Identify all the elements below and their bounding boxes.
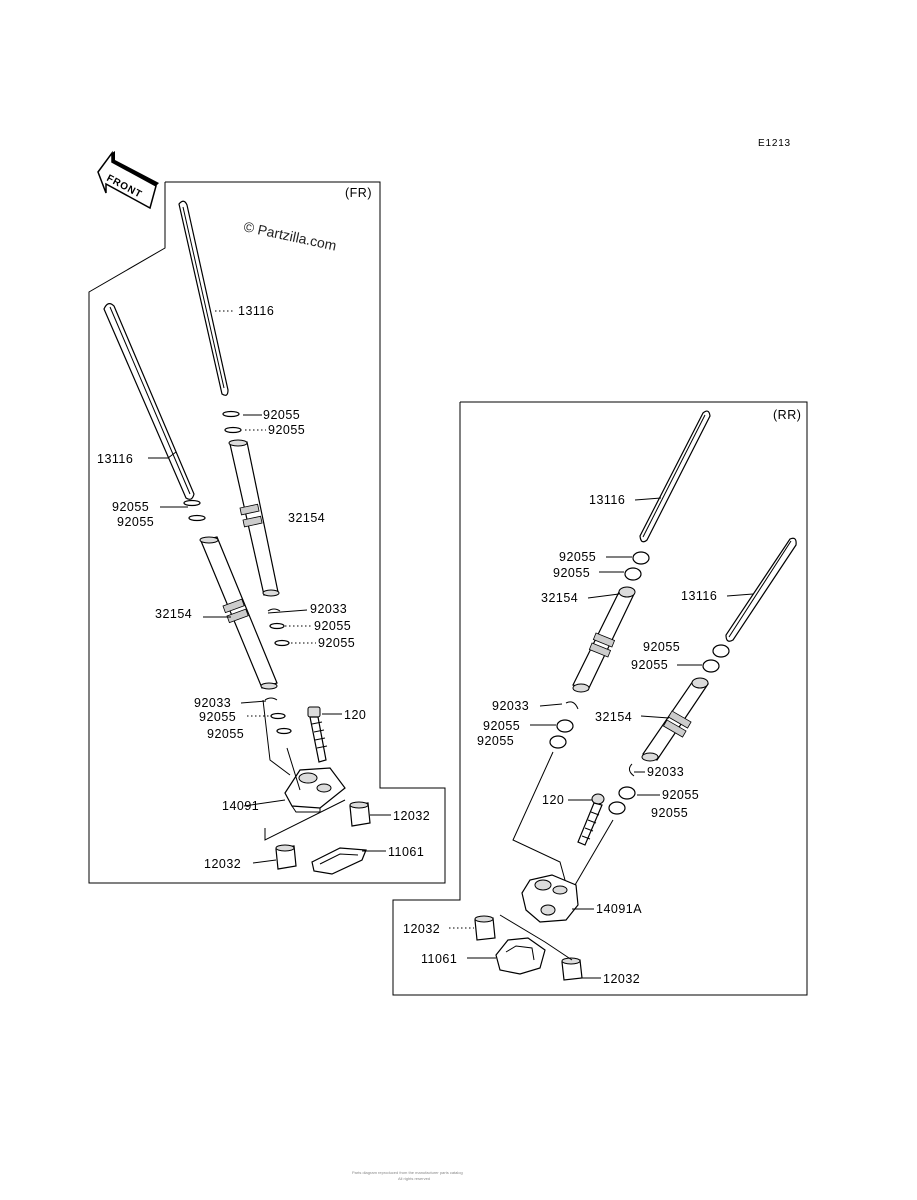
- part-label: 92033: [492, 699, 529, 713]
- front-panel-border: [88, 181, 446, 884]
- front-arrow-icon: FRONT: [97, 150, 159, 210]
- part-label: 92055: [631, 658, 668, 672]
- circlip: [264, 697, 278, 701]
- part-label: 12032: [204, 857, 241, 871]
- part-label: 92055: [268, 423, 305, 437]
- dowel-pin-12032-b: [275, 844, 297, 870]
- part-label: 32154: [541, 591, 578, 605]
- gasket-11061: [311, 847, 367, 875]
- part-label: 92055: [662, 788, 699, 802]
- o-ring: [556, 719, 574, 733]
- leader-lines-front: [148, 310, 391, 864]
- bolt-120-rear: [577, 793, 605, 846]
- tube-32154-left: [199, 536, 278, 690]
- part-label: 92055: [483, 719, 520, 733]
- dowel-pin-12032-d: [561, 957, 583, 981]
- circlip: [267, 608, 281, 612]
- part-label: 14091: [222, 799, 259, 813]
- o-ring: [624, 567, 642, 581]
- part-label: 13116: [97, 452, 133, 466]
- part-label: 92055: [112, 500, 149, 514]
- footer-line-1: Parts diagram reproduced from the manufa…: [352, 1170, 463, 1175]
- leader-lines-rear: [449, 497, 754, 979]
- o-ring: [183, 499, 201, 507]
- part-label: 32154: [595, 710, 632, 724]
- o-ring: [549, 735, 567, 749]
- front-panel: (FR): [88, 181, 446, 884]
- diagram-code: E1213: [758, 138, 791, 149]
- o-ring: [269, 622, 285, 630]
- part-label: 92033: [194, 696, 231, 710]
- part-label: 92055: [643, 640, 680, 654]
- part-label: 11061: [388, 845, 424, 859]
- connector-line: [262, 699, 301, 791]
- o-ring: [608, 801, 626, 815]
- o-ring: [274, 639, 290, 647]
- o-ring: [702, 659, 720, 673]
- part-label: 92055: [207, 727, 244, 741]
- part-label: 12032: [393, 809, 430, 823]
- part-label: 13116: [681, 589, 717, 603]
- part-label: 32154: [288, 511, 325, 525]
- tube-holder-14091a: [521, 874, 579, 923]
- tube-holder-14091: [284, 767, 346, 813]
- part-label: 92055: [117, 515, 154, 529]
- part-label: 12032: [403, 922, 440, 936]
- push-rod-tube-13116-b: [103, 303, 195, 500]
- push-rod-tube-13116-d: [725, 537, 797, 642]
- o-ring: [222, 410, 240, 418]
- o-ring: [632, 551, 650, 565]
- part-label: 92055: [559, 550, 596, 564]
- part-label: 92055: [651, 806, 688, 820]
- footer-line-2: All rights reserved: [398, 1176, 430, 1181]
- part-label: 92055: [477, 734, 514, 748]
- rear-panel-tag: (RR): [773, 408, 801, 422]
- part-label: 92055: [263, 408, 300, 422]
- o-ring: [270, 712, 286, 720]
- part-label: 92055: [318, 636, 355, 650]
- part-label: 92055: [553, 566, 590, 580]
- part-label: 13116: [238, 304, 274, 318]
- tube-32154-rear-right: [641, 677, 709, 762]
- o-ring: [618, 786, 636, 800]
- gasket-11061-rear: [495, 937, 546, 975]
- part-label: 120: [542, 793, 564, 807]
- part-label: 92055: [199, 710, 236, 724]
- push-rod-tube-13116-c: [639, 410, 711, 543]
- part-label: 13116: [589, 493, 625, 507]
- dowel-pin-12032-c: [474, 915, 496, 941]
- circlip: [628, 763, 635, 777]
- rear-panel-border: [392, 401, 808, 996]
- o-ring: [712, 644, 730, 658]
- o-ring: [188, 514, 206, 522]
- part-label: 12032: [603, 972, 640, 986]
- tube-32154-right: [228, 439, 280, 597]
- push-rod-tube-13116-a: [178, 200, 229, 396]
- front-panel-tag: (FR): [345, 186, 372, 200]
- part-label: 32154: [155, 607, 192, 621]
- tube-32154-rear-left: [572, 586, 636, 693]
- connector-line: [264, 799, 346, 841]
- part-label: 92033: [647, 765, 684, 779]
- connector-line: [499, 914, 573, 961]
- part-label: 92033: [310, 602, 347, 616]
- watermark: © Partzilla.com: [242, 218, 338, 253]
- part-label: 14091A: [596, 902, 642, 916]
- circlip: [565, 701, 579, 710]
- rear-panel: (RR): [392, 401, 808, 996]
- o-ring: [276, 727, 292, 735]
- part-label: 120: [344, 708, 366, 722]
- bolt-120: [307, 706, 328, 763]
- dowel-pin-12032-a: [349, 801, 371, 827]
- o-ring: [224, 426, 242, 434]
- connector-line: [512, 751, 566, 881]
- connector-line: [574, 819, 614, 886]
- part-label: 92055: [314, 619, 351, 633]
- part-label: 11061: [421, 952, 457, 966]
